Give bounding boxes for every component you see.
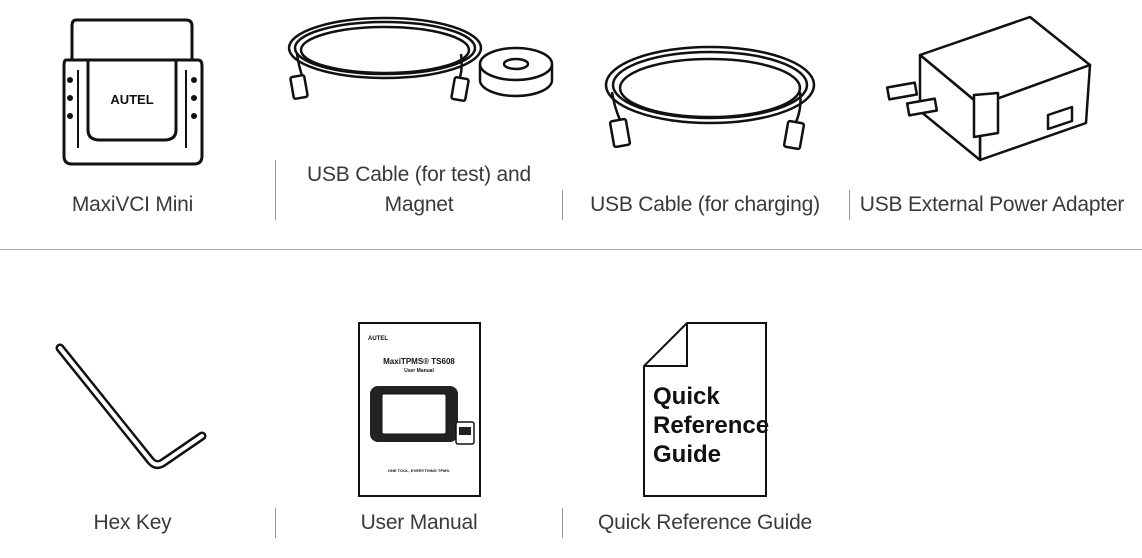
user-manual-icon: AUTEL MaxiTPMS® TS608 User Manual ONE TO… bbox=[358, 322, 481, 497]
vci-brand-text: AUTEL bbox=[110, 92, 153, 107]
manual-tagline-text: ONE TOOL, EVERYTHING TPMS. bbox=[388, 468, 450, 473]
maxivci-mini-illustration: AUTEL bbox=[60, 18, 205, 168]
label-user-manual: User Manual bbox=[360, 511, 478, 534]
qrg-line-3: Guide bbox=[653, 441, 721, 468]
usb-cable-charging-illustration bbox=[600, 40, 830, 155]
power-adapter-illustration bbox=[880, 15, 1095, 165]
user-manual-illustration: AUTEL MaxiTPMS® TS608 User Manual ONE TO… bbox=[358, 322, 481, 497]
usb-cable-magnet-illustration bbox=[285, 8, 560, 108]
quick-reference-guide-icon: Quick Reference Guide bbox=[643, 322, 769, 497]
label-maxivci-mini: MaxiVCI Mini bbox=[71, 193, 194, 216]
quick-reference-guide-illustration: Quick Reference Guide bbox=[643, 322, 769, 497]
label-line-1: USB Cable (for test) and bbox=[307, 163, 531, 186]
hex-key-illustration bbox=[50, 340, 215, 475]
manual-brand-text: AUTEL bbox=[368, 336, 388, 342]
vci-device-icon: AUTEL bbox=[62, 18, 204, 166]
label-usb-cable-charging: USB Cable (for charging) bbox=[590, 193, 820, 216]
manual-title-text: MaxiTPMS® TS608 bbox=[383, 357, 455, 366]
divider bbox=[275, 508, 276, 538]
divider bbox=[562, 190, 563, 220]
qrg-line-2: Reference bbox=[653, 412, 769, 439]
divider bbox=[562, 508, 563, 538]
manual-subtitle-text: User Manual bbox=[404, 368, 434, 374]
qrg-line-1: Quick bbox=[653, 383, 720, 410]
label-quick-reference-guide: Quick Reference Guide bbox=[597, 511, 813, 534]
row-separator bbox=[0, 249, 1142, 250]
divider bbox=[849, 190, 850, 220]
power-adapter-icon bbox=[885, 15, 1092, 162]
usb-cable-magnet-icon bbox=[287, 16, 554, 102]
label-power-adapter: USB External Power Adapter bbox=[859, 193, 1125, 216]
label-usb-cable-test-magnet: USB Cable (for test) and Magnet bbox=[285, 160, 553, 220]
divider bbox=[275, 160, 276, 220]
hex-key-icon bbox=[55, 343, 207, 470]
usb-cable-icon bbox=[604, 45, 816, 151]
label-hex-key: Hex Key bbox=[93, 511, 172, 534]
label-line-2: Magnet bbox=[384, 193, 454, 216]
